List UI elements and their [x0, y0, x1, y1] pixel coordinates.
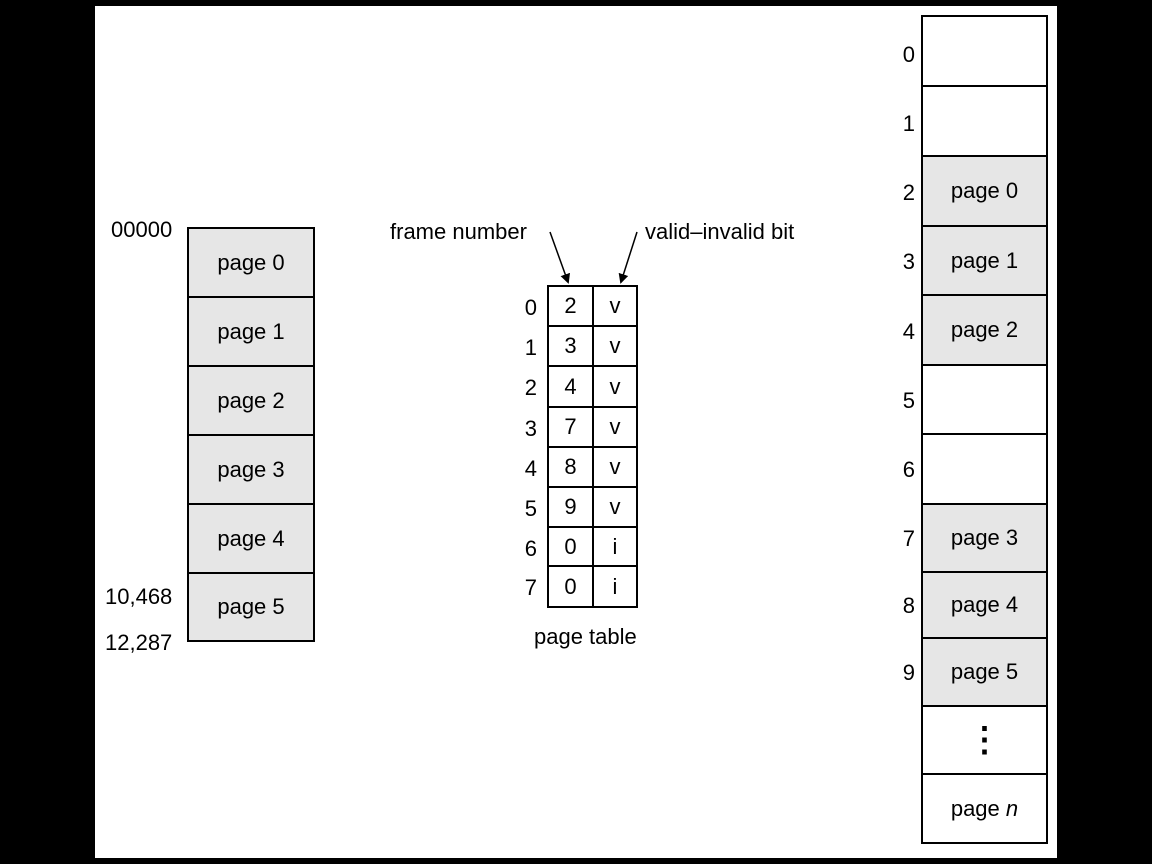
- frame-cell-7: 0: [547, 565, 594, 608]
- page-table-index: 6: [524, 536, 537, 561]
- physical-frame-7: page 3: [921, 503, 1048, 573]
- frame-number-label: 4: [902, 319, 915, 344]
- physical-frame-1: [921, 85, 1048, 157]
- frame-number-label: 7: [902, 526, 915, 551]
- arrows-layer: [549, 231, 638, 284]
- page-n-prefix: page: [950, 795, 1000, 821]
- diagram-canvas: page 0 page 1 page 2 page 3 page 4 page …: [95, 6, 1057, 858]
- physical-frame-label: page 1: [950, 247, 1019, 273]
- address-page5-start: 10,468: [105, 584, 173, 609]
- page-n-variable: n: [1005, 795, 1019, 821]
- frame-number-label: 1: [902, 111, 915, 136]
- physical-frame-label: page 3: [950, 525, 1019, 550]
- page-table-caption: page table: [534, 624, 637, 649]
- logical-page-3: page 3: [187, 434, 315, 505]
- physical-frame-6: [921, 433, 1048, 505]
- physical-frame-label: page 2: [950, 317, 1019, 342]
- frame-number-label: 0: [902, 42, 915, 67]
- ellipsis-icon: ⋮: [967, 721, 1002, 759]
- page-table-index: 5: [524, 496, 537, 521]
- address-end: 12,287: [105, 630, 173, 655]
- valid-invalid-arrow: [618, 231, 638, 284]
- frame-cell-6: 0: [547, 526, 594, 567]
- valid-bit-cell-1: v: [592, 325, 638, 367]
- page-table-index: 4: [524, 456, 537, 481]
- frame-number-label: 3: [902, 249, 915, 274]
- page-table-index: 3: [524, 416, 537, 441]
- valid-bit-cell-4: v: [592, 446, 638, 488]
- physical-frame-label: page 5: [950, 659, 1019, 684]
- logical-page-label: page 3: [217, 456, 285, 482]
- physical-frame-3: page 1: [921, 225, 1048, 296]
- page-table-index: 1: [524, 335, 537, 360]
- logical-page-2: page 2: [187, 365, 315, 436]
- physical-frame-n: page n: [921, 773, 1048, 844]
- frame-cell-2: 4: [547, 365, 594, 408]
- valid-bit-cell-7: i: [592, 565, 638, 608]
- valid-bit-cell-0: v: [592, 285, 638, 327]
- logical-page-4: page 4: [187, 503, 315, 574]
- physical-frame-4: page 2: [921, 294, 1048, 366]
- frame-number-label: 8: [902, 593, 915, 618]
- physical-frame-5: [921, 364, 1048, 435]
- page-table-index: 2: [524, 375, 537, 400]
- page-table-index: 7: [524, 575, 537, 600]
- physical-frame-0: [921, 15, 1048, 87]
- logical-page-label: page 1: [217, 318, 285, 344]
- frame-number-arrow: [549, 231, 570, 284]
- valid-bit-cell-6: i: [592, 526, 638, 567]
- frame-number-label: frame number: [390, 219, 527, 244]
- physical-frame-9: page 5: [921, 637, 1048, 707]
- physical-frame-2: page 0: [921, 155, 1048, 227]
- frame-number-label: 2: [902, 180, 915, 205]
- frame-cell-1: 3: [547, 325, 594, 367]
- logical-page-5: page 5: [187, 572, 315, 642]
- physical-frame-label: page 0: [950, 178, 1019, 203]
- frame-number-label: 9: [902, 660, 915, 685]
- address-start: 00000: [111, 217, 173, 242]
- logical-page-label: page 4: [217, 525, 285, 551]
- physical-frame-label: page 4: [950, 592, 1019, 617]
- physical-frame-ellipsis: ⋮: [921, 705, 1048, 775]
- frame-number-label: 6: [902, 457, 915, 482]
- physical-frame-8: page 4: [921, 571, 1048, 639]
- valid-invalid-bit-label: valid–invalid bit: [645, 219, 795, 244]
- logical-page-label: page 0: [217, 249, 285, 275]
- logical-page-0: page 0: [187, 227, 315, 298]
- frame-number-label: 5: [902, 388, 915, 413]
- page-table-index: 0: [524, 295, 537, 320]
- logical-page-label: page 2: [217, 387, 285, 413]
- logical-page-label: page 5: [217, 594, 285, 619]
